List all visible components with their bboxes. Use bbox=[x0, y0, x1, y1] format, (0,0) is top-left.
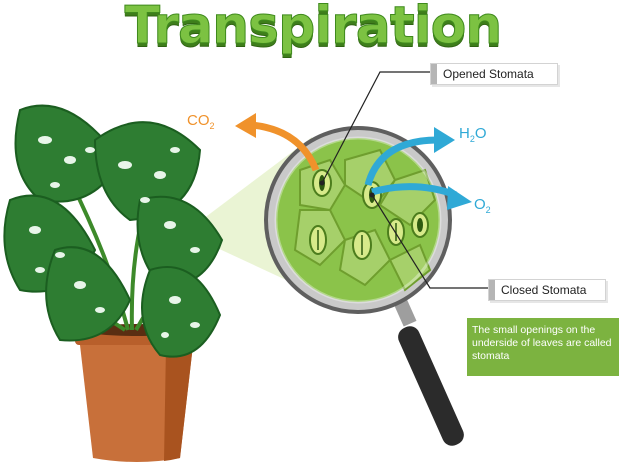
h2o-arrow bbox=[364, 127, 455, 187]
closed-stomata-text: Closed Stomata bbox=[501, 283, 587, 297]
magnifier-handle bbox=[391, 293, 464, 446]
closed-stomata-label: Closed Stomata bbox=[488, 279, 606, 301]
h2o-h: H bbox=[459, 125, 470, 142]
label-marker bbox=[489, 280, 495, 300]
opened-stomata-text: Opened Stomata bbox=[443, 67, 534, 81]
o2-subscript: 2 bbox=[485, 205, 491, 215]
o2-label: O2 bbox=[474, 196, 491, 215]
h2o-label: H2O bbox=[459, 125, 487, 144]
opened-stomata-label: Opened Stomata bbox=[430, 63, 558, 85]
leaf-holes bbox=[29, 136, 200, 338]
closed-stomata-pointer bbox=[369, 192, 375, 198]
h2o-subscript: 2 bbox=[469, 134, 475, 144]
closed-stomata-slits bbox=[317, 223, 397, 255]
label-leaders bbox=[321, 71, 490, 289]
co2-arrow bbox=[235, 113, 320, 172]
o2-base: O bbox=[474, 196, 486, 213]
co2-base: CO bbox=[187, 112, 210, 129]
co2-subscript: 2 bbox=[209, 121, 215, 131]
diagram-title: Transpiration bbox=[124, 0, 503, 57]
h2o-o: O bbox=[474, 125, 487, 142]
opened-stomata-pointer bbox=[319, 180, 325, 186]
co2-label: CO2 bbox=[187, 112, 215, 131]
stomata-definition-note: The small openings on the underside of l… bbox=[467, 318, 619, 376]
o2-arrow bbox=[371, 183, 472, 210]
label-marker bbox=[431, 64, 437, 84]
